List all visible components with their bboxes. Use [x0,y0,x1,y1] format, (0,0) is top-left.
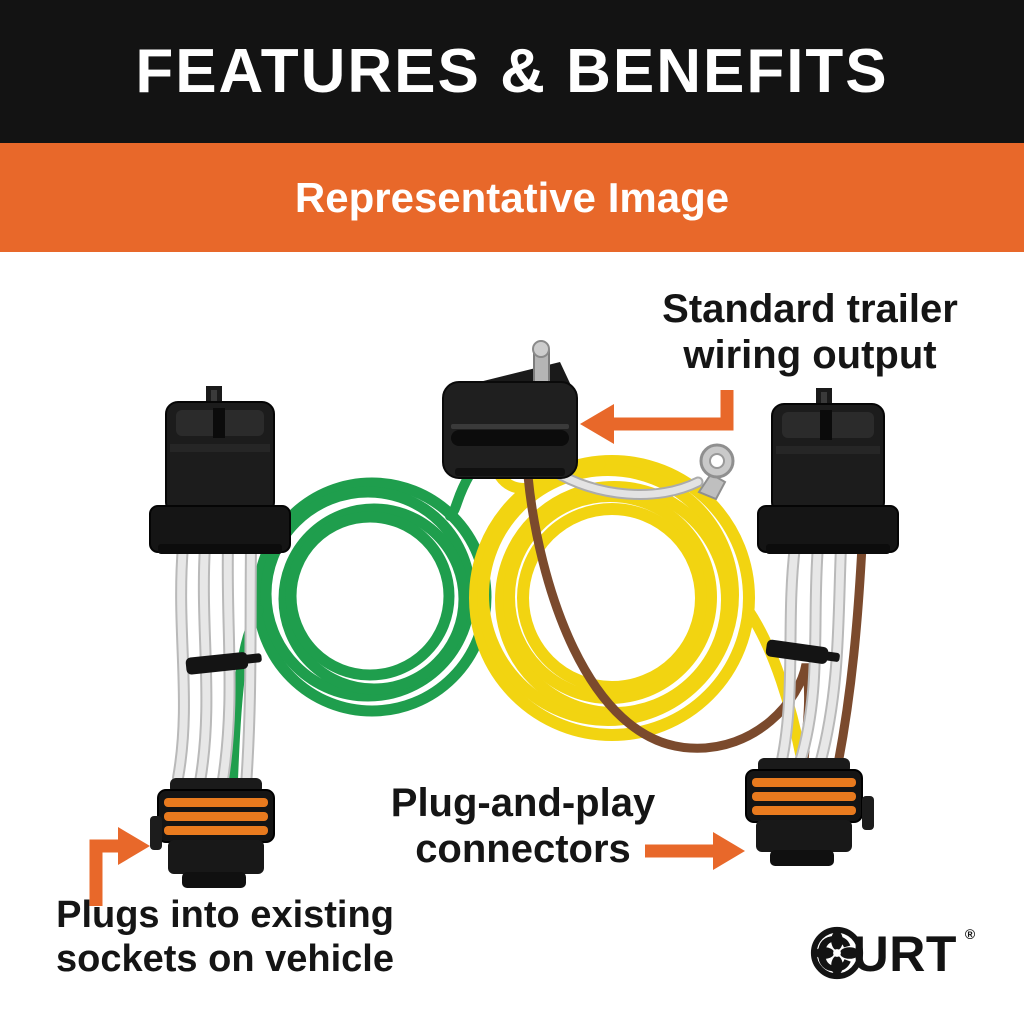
annotation-plug-and-play: Plug-and-play connectors [368,780,678,873]
annotation-line: Standard trailer [662,287,958,331]
annotation-line: sockets on vehicle [56,938,394,981]
arrow-to-trailer-output [580,390,734,444]
right-vehicle-connector [757,388,899,554]
lower-right-plug-connector [745,758,874,866]
zip-tie-right [765,639,840,664]
trailer-output-connector [442,340,578,479]
curt-brand-logo: CURT ® [808,924,975,984]
page-title: FEATURES & BENEFITS [135,37,889,106]
annotation-line: Plugs into existing [56,894,394,936]
arrow-to-right-plug [645,832,745,870]
yellow-wire-coil [469,455,807,762]
zip-tie-left [185,652,262,675]
registered-mark: ® [964,926,976,942]
ground-wire [546,464,704,500]
annotation-line: Plug-and-play [390,781,656,825]
annotation-line: wiring output [683,333,937,378]
representative-banner: Representative Image [0,143,1024,252]
annotation-existing-sockets: Plugs into existing sockets on vehicle [30,893,420,981]
header-band: FEATURES & BENEFITS [0,0,1024,143]
left-vehicle-connector [149,386,291,554]
banner-label: Representative Image [294,173,730,221]
annotation-line: connectors [415,827,631,872]
annotation-trailer-output: Standard trailer wiring output [634,286,986,379]
arrow-to-left-plug [89,827,150,906]
lower-left-plug-connector [150,778,275,888]
ground-ring-terminal [697,443,735,501]
